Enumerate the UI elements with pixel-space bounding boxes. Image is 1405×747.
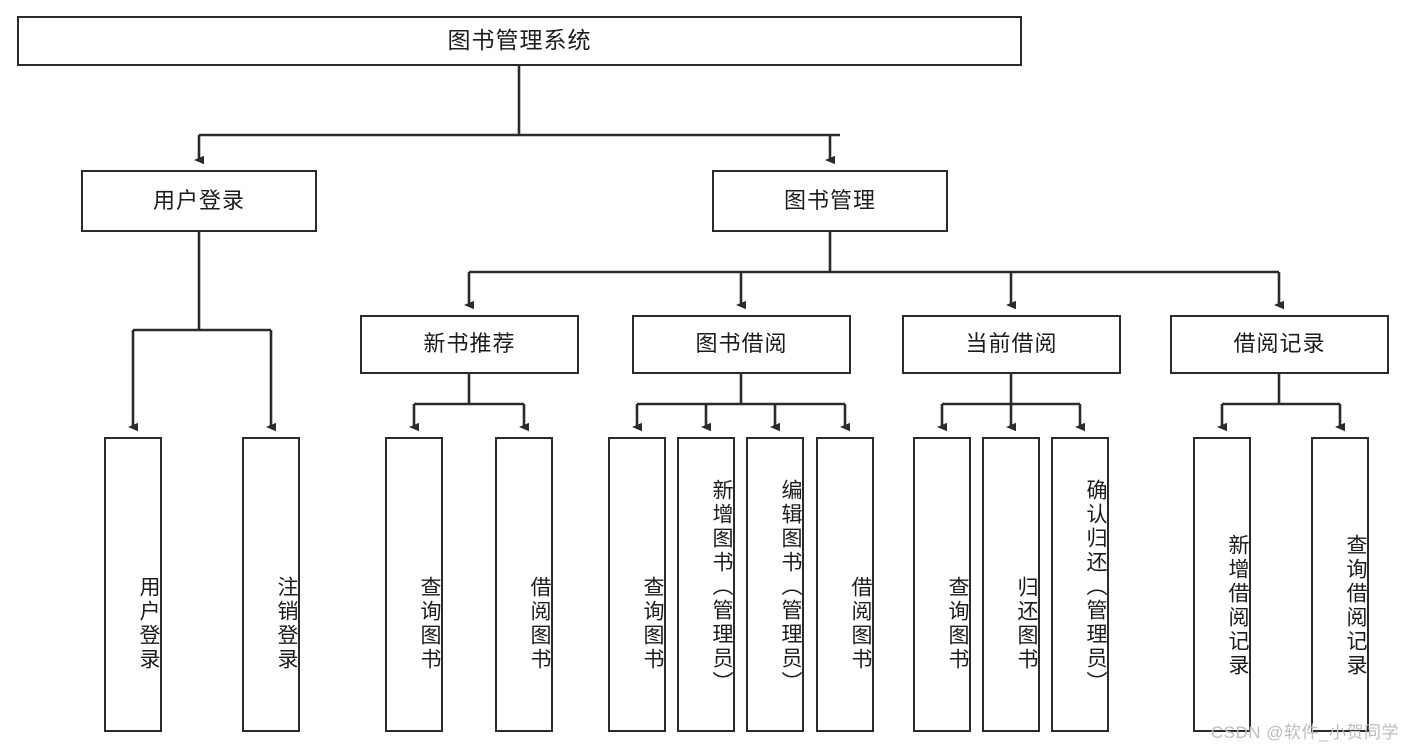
csdn-watermark: CSDN @软件_小贺同学 [1210, 723, 1399, 742]
leaf-borrow-borrow-book[interactable]: 借阅图书 [816, 437, 874, 732]
leaf-recommend-borrow-book[interactable]: 借阅图书 [495, 437, 553, 732]
leaf-recommend-query-book[interactable]: 查询图书 [385, 437, 443, 732]
node-borrow-record[interactable]: 借阅记录 [1170, 315, 1389, 374]
leaf-current-return-book[interactable]: 归还图书 [982, 437, 1040, 732]
node-current-borrow[interactable]: 当前借阅 [902, 315, 1121, 374]
leaf-borrow-edit-book-admin[interactable]: 编辑图书（管理员） [746, 437, 804, 732]
leaf-current-confirm-return-admin[interactable]: 确认归还（管理员） [1051, 437, 1109, 732]
node-new-book-recommend[interactable]: 新书推荐 [360, 315, 579, 374]
leaf-record-query-borrow-record[interactable]: 查询借阅记录 [1311, 437, 1369, 732]
leaf-user-login[interactable]: 用户登录 [104, 437, 162, 732]
leaf-borrow-query-book[interactable]: 查询图书 [608, 437, 666, 732]
leaf-current-query-book[interactable]: 查询图书 [913, 437, 971, 732]
leaf-record-add-borrow-record[interactable]: 新增借阅记录 [1193, 437, 1251, 732]
node-book-management[interactable]: 图书管理 [712, 170, 948, 232]
leaf-borrow-add-book-admin[interactable]: 新增图书（管理员） [677, 437, 735, 732]
node-root-system[interactable]: 图书管理系统 [17, 16, 1022, 66]
leaf-user-logout[interactable]: 注销登录 [242, 437, 300, 732]
node-book-borrow[interactable]: 图书借阅 [632, 315, 851, 374]
node-user-login[interactable]: 用户登录 [81, 170, 317, 232]
